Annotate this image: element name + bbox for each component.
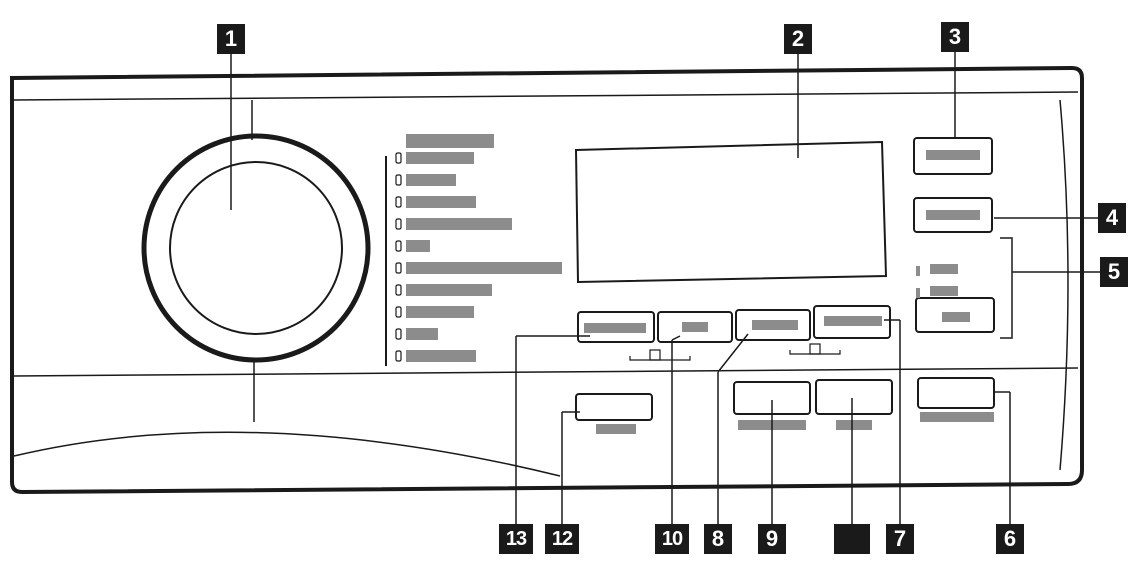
callout-6: 6 bbox=[996, 524, 1024, 554]
button-label-bar bbox=[916, 288, 920, 298]
callout-8: 8 bbox=[704, 524, 732, 554]
button-label-bar bbox=[682, 322, 708, 332]
programme-label-bar bbox=[406, 350, 476, 362]
panel-mid-line bbox=[13, 367, 1079, 377]
programme-label-bar bbox=[406, 306, 474, 318]
programme-indicator bbox=[395, 328, 402, 340]
button-13 bbox=[577, 311, 655, 343]
button-3 bbox=[913, 137, 993, 175]
programme-label-bar bbox=[406, 240, 430, 252]
callout-13: 13 bbox=[499, 524, 533, 554]
callout-blank bbox=[834, 524, 870, 554]
programme-label-bar bbox=[406, 328, 438, 340]
programme-label-bar bbox=[406, 196, 476, 208]
drawer-curve bbox=[13, 431, 561, 477]
button-12 bbox=[575, 393, 653, 421]
programme-indicator bbox=[395, 174, 402, 186]
icon-left bbox=[649, 349, 661, 361]
programme-header-bar bbox=[406, 134, 494, 148]
button-label-bar bbox=[824, 316, 882, 326]
panel-top-line bbox=[13, 91, 1079, 101]
button-6 bbox=[917, 377, 995, 409]
callout-12: 12 bbox=[545, 524, 579, 554]
button-4 bbox=[913, 197, 993, 233]
button-5 bbox=[915, 297, 995, 333]
button-label-bar bbox=[930, 264, 958, 274]
callout-10: 10 bbox=[655, 524, 689, 554]
button-7 bbox=[813, 305, 891, 339]
programme-indicator bbox=[395, 196, 402, 208]
button-label-bar bbox=[916, 266, 920, 276]
button-label-bar bbox=[942, 312, 970, 322]
button-label-bar bbox=[930, 286, 958, 296]
programme-indicator bbox=[395, 306, 402, 318]
callout-2: 2 bbox=[784, 24, 812, 54]
programme-label-bar bbox=[406, 262, 562, 274]
icon-right bbox=[809, 343, 821, 355]
button-label-bar bbox=[596, 424, 636, 434]
callout-5: 5 bbox=[1100, 257, 1128, 287]
button-blank bbox=[815, 379, 893, 415]
callout-9: 9 bbox=[758, 524, 786, 554]
leader-lines bbox=[230, 52, 1100, 524]
panel-outline bbox=[10, 65, 1084, 495]
callout-4: 4 bbox=[1098, 203, 1126, 233]
programme-indicator bbox=[395, 152, 402, 164]
programme-label-bar bbox=[406, 284, 492, 296]
programme-indicator bbox=[395, 284, 402, 296]
label-bars bbox=[406, 134, 994, 434]
programme-indicator bbox=[395, 350, 402, 362]
button-label-bar bbox=[926, 150, 980, 160]
programme-knob-outer bbox=[141, 133, 371, 363]
programme-indicator bbox=[395, 240, 402, 252]
icon-bracket-right bbox=[789, 350, 841, 355]
programme-list bbox=[395, 152, 402, 362]
callout-1: 1 bbox=[217, 24, 245, 54]
display-screen bbox=[574, 140, 888, 284]
programme-label-bar bbox=[406, 174, 456, 186]
programme-label-bar bbox=[406, 218, 512, 230]
programme-label-bar bbox=[406, 152, 474, 164]
programme-indicator bbox=[395, 262, 402, 274]
bracket-5 bbox=[1000, 237, 1013, 339]
callout-3: 3 bbox=[941, 22, 969, 52]
button-label-bar bbox=[926, 210, 980, 220]
button-label-bar bbox=[584, 323, 646, 333]
right-curve bbox=[1059, 99, 1069, 471]
button-8 bbox=[735, 309, 811, 341]
callout-7: 7 bbox=[886, 524, 914, 554]
programme-knob-inner bbox=[169, 161, 343, 335]
button-label-bar bbox=[836, 420, 872, 430]
button-10 bbox=[657, 311, 733, 343]
button-label-bar bbox=[752, 320, 798, 330]
programme-indicator bbox=[395, 218, 402, 230]
button-label-bar bbox=[920, 412, 994, 422]
